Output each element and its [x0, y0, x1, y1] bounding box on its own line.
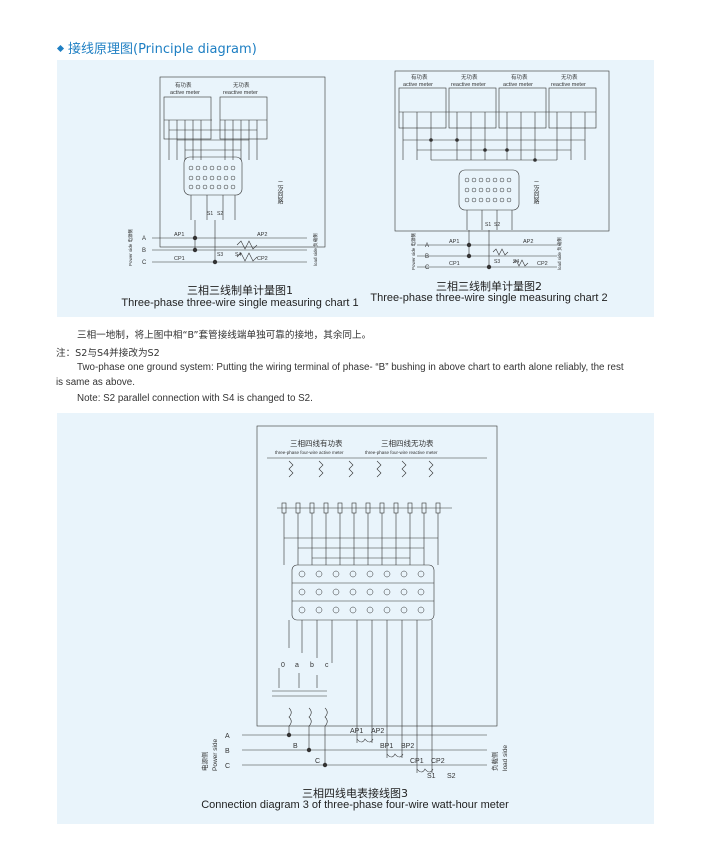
- bottom-diagram-panel: 三相四线有功表 three-phase four-wire active met…: [57, 413, 654, 824]
- chart3-tap-b: B: [293, 743, 298, 750]
- chart1-wiring-diagram: 有功表 active meter 无功表 reactive meter 二次回路…: [127, 76, 326, 266]
- note-line-2: 注：S2与S4并接改为S2: [56, 348, 160, 359]
- chart3-caption-en: Connection diagram 3 of three-phase four…: [201, 799, 509, 811]
- chart1-label-s1: S1: [207, 211, 213, 217]
- chart2-meter1-cn: 有功表: [411, 73, 428, 81]
- chart3-label-s2: S2: [447, 773, 456, 780]
- chart2-label-ap1: AP1: [449, 239, 459, 245]
- chart3-neutral-a: a: [295, 662, 299, 669]
- chart2-phase-c: C: [425, 265, 430, 271]
- chart1-phase-c: C: [142, 260, 147, 266]
- chart3-power-side-cn: 电源侧: [200, 752, 209, 772]
- note-line-3a: Two-phase one ground system: Putting the…: [77, 362, 624, 373]
- chart3-label-bp1: BP1: [380, 743, 393, 750]
- chart3-label-ap2: AP2: [371, 728, 384, 735]
- chart2-caption-en: Three-phase three-wire single measuring …: [370, 292, 608, 304]
- chart3-label-bp2: BP2: [401, 743, 414, 750]
- chart2-secondary-loop: 二次回路: [532, 180, 539, 205]
- diamond-bullet-icon: [56, 44, 65, 53]
- chart3-load-side-en: load side: [502, 745, 509, 771]
- chart1-caption-en: Three-phase three-wire single measuring …: [121, 297, 359, 309]
- chart3-phase-c: C: [225, 763, 230, 770]
- chart3-neutral-c: c: [325, 662, 329, 669]
- chart2-label-cp1: CP1: [449, 261, 460, 267]
- chart3-phase-a: A: [225, 733, 230, 740]
- chart1-load-side: load side 负载侧: [312, 233, 319, 266]
- chart3-meter1-en: three-phase four-wire active meter: [275, 450, 344, 455]
- chart1-label-ap2: AP2: [257, 232, 267, 238]
- chart2-label-s1: S1: [485, 222, 491, 228]
- note-line-1: 三相一地制，将上图中相“B”套管接线端单独可靠的接地，其余同上。: [77, 330, 372, 341]
- chart1-label-cp2: CP2: [257, 256, 268, 262]
- chart3-power-side-en: Power side: [212, 738, 219, 771]
- chart2-meter2-en: reactive meter: [451, 82, 486, 88]
- chart2-meter4-en: reactive meter: [551, 82, 586, 88]
- chart2-label-s2: S2: [494, 222, 500, 228]
- chart2-power-side: Power side 电源侧: [410, 232, 417, 270]
- note-line-3b: is same as above.: [56, 377, 135, 388]
- section-title: 接线原理图(Principle diagram): [56, 38, 257, 57]
- chart2-meter3-en: active meter: [503, 82, 533, 88]
- chart3-meter1-cn: 三相四线有功表: [290, 438, 343, 448]
- chart1-meter1-cn: 有功表: [175, 81, 192, 89]
- chart3-label-cp2: CP2: [431, 758, 445, 765]
- chart3-label-s1: S1: [427, 773, 436, 780]
- chart3-phase-b: B: [225, 748, 230, 755]
- chart2-meter1-en: active meter: [403, 82, 433, 88]
- chart2-phase-a: A: [425, 243, 429, 249]
- chart1-phase-b: B: [142, 248, 146, 254]
- chart1-label-s4: S4: [235, 252, 241, 258]
- chart2-phase-b: B: [425, 254, 429, 260]
- chart3-label-ap1: AP1: [350, 728, 363, 735]
- chart3-neutral-0: 0: [281, 662, 285, 669]
- chart3-neutral-b: b: [310, 662, 314, 669]
- chart2-label-cp2: CP2: [537, 261, 548, 267]
- section-title-text: 接线原理图(Principle diagram): [68, 42, 257, 57]
- chart1-secondary-loop: 二次回路: [276, 180, 283, 205]
- chart1-meter2-cn: 无功表: [233, 81, 250, 89]
- chart3-tap-c: C: [315, 758, 320, 765]
- chart1-meter2-en: reactive meter: [223, 90, 258, 96]
- chart1-label-s2: S2: [217, 211, 223, 217]
- chart1-label-ap1: AP1: [174, 232, 184, 238]
- chart3-meter2-en: three-phase four-wire reactive meter: [365, 450, 438, 455]
- chart3-load-side-cn: 负载侧: [490, 752, 499, 772]
- chart3-label-cp1: CP1: [410, 758, 424, 765]
- chart2-meter3-cn: 有功表: [511, 73, 528, 81]
- chart1-caption-cn: 三相三线制单计量图1: [187, 284, 293, 297]
- chart2-meter4-cn: 无功表: [561, 73, 578, 81]
- chart2-wiring-diagram: 有功表 active meter 无功表 reactive meter 有功表 …: [394, 70, 610, 271]
- chart1-meter1-en: active meter: [170, 90, 200, 96]
- chart3-caption-cn: 三相四线电表接线图3: [302, 787, 408, 800]
- chart2-label-s4: S4: [513, 259, 519, 265]
- chart2-label-ap2: AP2: [523, 239, 533, 245]
- chart2-label-s3: S3: [494, 259, 500, 265]
- chart1-phase-a: A: [142, 236, 146, 242]
- chart1-power-side: Power side 电源侧: [127, 228, 134, 266]
- chart3-meter2-cn: 三相四线无功表: [381, 438, 434, 448]
- chart2-load-side: load side 负载侧: [556, 237, 563, 270]
- chart3-wiring-diagram: 三相四线有功表 three-phase four-wire active met…: [200, 425, 509, 780]
- chart2-meter2-cn: 无功表: [461, 73, 478, 81]
- chart2-caption-cn: 三相三线制单计量图2: [436, 280, 542, 293]
- chart1-label-cp1: CP1: [174, 256, 185, 262]
- chart1-label-s3: S3: [217, 252, 223, 258]
- note-line-4: Note: S2 parallel connection with S4 is …: [77, 393, 313, 404]
- top-diagram-panel: 有功表 active meter 无功表 reactive meter 二次回路…: [57, 60, 654, 317]
